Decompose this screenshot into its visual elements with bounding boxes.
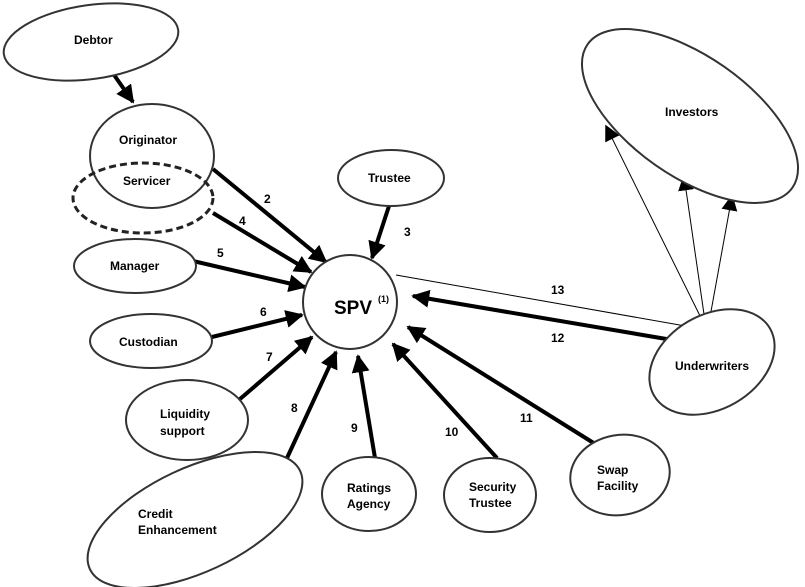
edge-liquidity-spv xyxy=(238,335,314,401)
node-investors[interactable]: Investors xyxy=(553,0,805,237)
node-swap-facility-shape xyxy=(569,433,671,517)
node-underwriters[interactable]: Underwriters xyxy=(630,288,793,436)
edge-number-3: 3 xyxy=(404,225,411,239)
node-debtor[interactable]: Debtor xyxy=(0,0,183,91)
edge-number-6: 6 xyxy=(260,305,267,319)
node-underwriters-shape xyxy=(648,308,776,416)
node-liquidity-support[interactable]: Liquidity support xyxy=(125,379,249,461)
edge-originator-spv xyxy=(211,167,328,264)
edge-custodian-spv xyxy=(211,310,304,339)
node-liquidity-support-label-line2: support xyxy=(160,424,205,438)
edge-debtor-originator xyxy=(110,70,135,104)
node-spv-shape xyxy=(302,254,398,350)
node-swap-facility-label-line1: Swap xyxy=(597,463,628,477)
edge-numbers: 2 3 4 5 6 7 8 9 10 11 12 13 xyxy=(217,192,565,439)
edges xyxy=(110,70,738,460)
node-security-trustee-label-line1: Security xyxy=(469,480,517,494)
node-ratings-agency-shape xyxy=(321,456,417,532)
edge-number-13: 13 xyxy=(551,283,565,297)
node-liquidity-support-label-line1: Liquidity xyxy=(160,407,210,421)
node-investors-shape xyxy=(580,28,800,204)
node-credit-enhancement-label-line1: Credit xyxy=(138,507,173,521)
node-liquidity-support-shape xyxy=(125,379,249,461)
edge-number-12: 12 xyxy=(551,331,565,345)
node-originator-label: Originator xyxy=(119,133,177,147)
edge-underwriters-investors-3 xyxy=(707,194,738,329)
edge-security-spv xyxy=(391,342,499,460)
node-swap-facility[interactable]: Swap Facility xyxy=(564,427,676,523)
node-manager-label: Manager xyxy=(110,259,160,273)
node-security-trustee-shape xyxy=(443,457,537,533)
edge-underwriters-investors-2 xyxy=(678,174,707,329)
node-trustee[interactable]: Trustee xyxy=(337,149,445,207)
edge-number-7: 7 xyxy=(266,350,273,364)
edge-number-5: 5 xyxy=(217,246,224,260)
edge-number-8: 8 xyxy=(291,401,298,415)
node-trustee-shape xyxy=(337,149,445,207)
edge-number-9: 9 xyxy=(351,421,358,435)
node-trustee-label: Trustee xyxy=(368,171,411,185)
node-ratings-agency-label-line1: Ratings xyxy=(347,481,391,495)
node-custodian-shape xyxy=(89,313,213,369)
node-debtor-label: Debtor xyxy=(74,33,113,47)
node-servicer[interactable]: Servicer xyxy=(71,161,215,235)
edge-underwriters-investors-1 xyxy=(605,124,707,329)
node-debtor-shape xyxy=(2,2,180,82)
node-swap-facility-label-line2: Facility xyxy=(597,479,639,493)
node-security-trustee[interactable]: Security Trustee xyxy=(443,457,537,533)
edge-number-4: 4 xyxy=(239,214,246,228)
edge-number-10: 10 xyxy=(445,425,459,439)
node-originator[interactable]: Originator xyxy=(89,103,215,209)
edge-underwriters-spv xyxy=(411,289,691,345)
node-underwriters-label: Underwriters xyxy=(675,359,749,373)
node-credit-enhancement[interactable]: Credit Enhancement xyxy=(68,424,322,587)
node-originator-shape xyxy=(89,103,215,209)
edge-spv-underwriters xyxy=(395,274,710,336)
node-servicer-shape xyxy=(71,161,215,235)
node-ratings-agency-label-line2: Agency xyxy=(347,497,391,511)
node-credit-enhancement-shape xyxy=(86,450,304,587)
edge-swap-spv xyxy=(406,325,602,449)
edge-ratings-spv xyxy=(351,354,377,459)
node-custodian-label: Custodian xyxy=(119,335,178,349)
edge-credit-spv xyxy=(285,350,338,459)
node-ratings-agency[interactable]: Ratings Agency xyxy=(321,456,417,532)
edge-servicer-spv xyxy=(211,211,313,274)
node-investors-label: Investors xyxy=(665,105,719,119)
edge-trustee-spv xyxy=(368,205,391,260)
node-manager[interactable]: Manager xyxy=(73,238,197,294)
node-servicer-label: Servicer xyxy=(123,174,171,188)
node-spv[interactable]: SPV (1) xyxy=(302,254,398,350)
node-spv-label: SPV xyxy=(334,298,372,319)
edge-manager-spv xyxy=(192,259,307,293)
node-spv-superscript: (1) xyxy=(378,294,389,304)
node-security-trustee-label-line2: Trustee xyxy=(469,496,512,510)
edge-number-2: 2 xyxy=(264,192,271,206)
edge-number-11: 11 xyxy=(520,411,533,425)
node-credit-enhancement-label-line2: Enhancement xyxy=(138,523,217,537)
node-custodian[interactable]: Custodian xyxy=(89,313,213,369)
node-manager-shape xyxy=(73,238,197,294)
